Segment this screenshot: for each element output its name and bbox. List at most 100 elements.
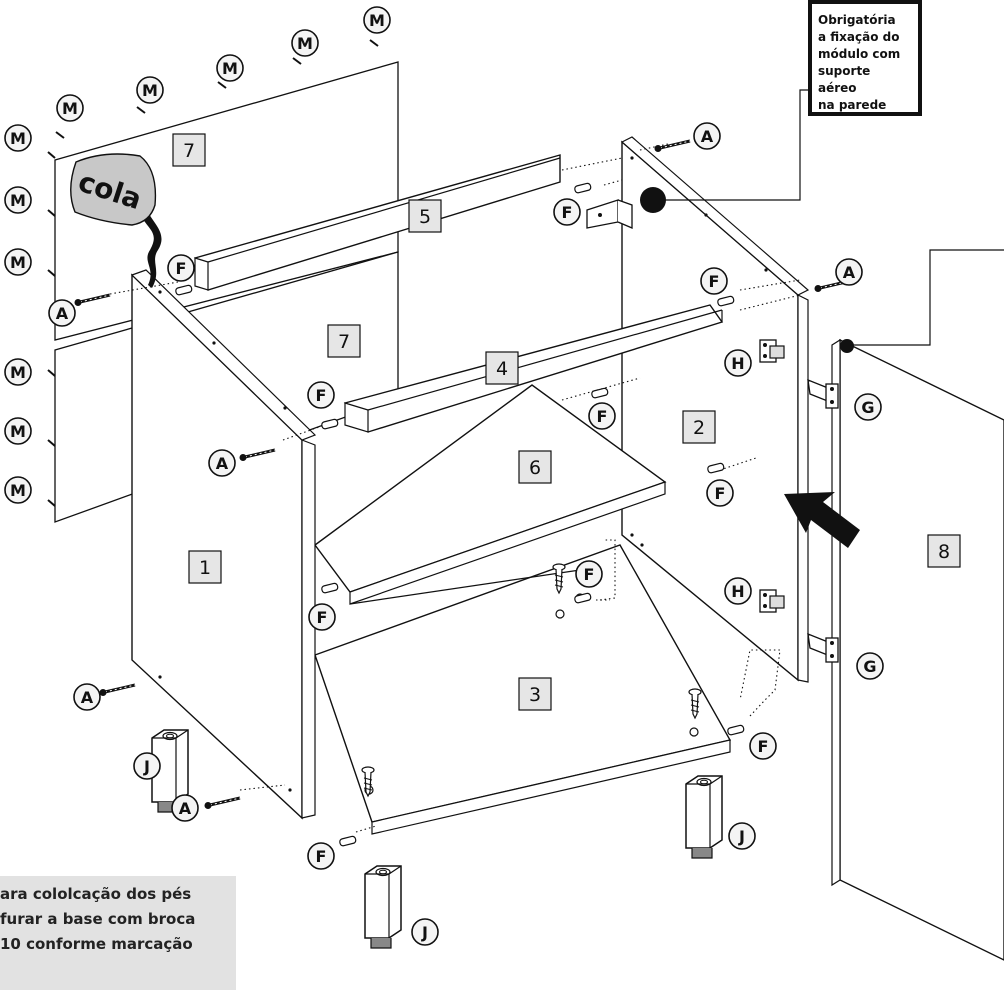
svg-text:M: M [369,11,385,30]
dowel-f-icon [590,387,609,399]
svg-text:J: J [421,923,428,942]
svg-text:2: 2 [693,417,705,439]
svg-text:A: A [701,127,714,146]
letter-m-label: M [4,124,32,152]
letter-g-label: G [856,652,884,680]
wall-note-line: suporte aéreo [818,64,871,95]
letter-j-label: J [728,822,756,850]
wall-note-line: módulo com [818,47,901,61]
letter-m-label: M [291,29,319,57]
wall-note-line: na parede [818,98,887,112]
screw-a-icon [203,796,242,811]
svg-text:A: A [843,263,856,282]
letter-f-label: F [167,254,195,282]
foot-j-icon [364,865,402,949]
svg-text:1: 1 [199,557,211,579]
svg-text:F: F [316,847,327,866]
svg-text:7: 7 [183,140,195,162]
svg-text:H: H [731,354,744,373]
letter-a-label: A [171,794,199,822]
feet-note-line: 10 conforme marcação [0,935,193,953]
letter-h-label: H [724,349,752,377]
letter-a-label: A [693,122,721,150]
part-label-7-upper: 7 [172,133,206,167]
svg-text:M: M [10,481,26,500]
svg-text:3: 3 [529,684,541,706]
letter-a-label: A [208,449,236,477]
letter-m-label: M [4,358,32,386]
svg-text:F: F [709,272,720,291]
svg-text:A: A [216,454,229,473]
letter-h-label: H [724,577,752,605]
letter-f-label: F [700,267,728,295]
letter-g-label: G [854,393,882,421]
part-number-labels: 1 2 3 4 5 6 7 7 8 [172,133,961,711]
svg-text:G: G [863,657,876,676]
svg-text:A: A [179,799,192,818]
dowel-f-icon [320,582,339,594]
letter-f-label: F [749,732,777,760]
letter-m-label: M [216,54,244,82]
letter-f-label: F [553,198,581,226]
part-label-4: 4 [485,351,519,385]
part-label-6: 6 [518,450,552,484]
letter-f-label: F [588,402,616,430]
svg-text:F: F [316,386,327,405]
wall-support-marker [640,187,666,213]
svg-text:M: M [62,99,78,118]
svg-text:M: M [222,59,238,78]
letter-m-label: M [4,248,32,276]
letter-m-label: M [4,476,32,504]
svg-text:F: F [715,484,726,503]
part-label-5: 5 [408,199,442,233]
svg-text:M: M [10,129,26,148]
glue-indicator: cola [70,153,162,288]
wall-note-line: a fixação do [818,30,900,44]
letter-j-label: J [411,918,439,946]
svg-text:F: F [597,407,608,426]
letter-j-label: J [133,752,161,780]
svg-text:G: G [861,398,874,417]
letter-a-label: A [835,258,863,286]
screw-a-icon [653,139,692,154]
rail-back [194,154,561,291]
letter-f-label: F [706,479,734,507]
letter-f-label: F [308,603,336,631]
part-label-7-lower: 7 [327,324,361,358]
svg-text:F: F [562,203,573,222]
letter-m-label: M [4,417,32,445]
letter-a-label: A [73,683,101,711]
svg-text:4: 4 [496,358,508,380]
dowel-f-icon [573,182,592,194]
dowel-f-icon [338,835,357,847]
side-panel-left [130,269,317,820]
nail-m-group [47,39,379,507]
dowel-f-icon [726,724,745,736]
letter-f-label: F [307,842,335,870]
svg-text:F: F [176,259,187,278]
part-label-8: 8 [927,534,961,568]
svg-text:J: J [143,757,150,776]
svg-text:8: 8 [938,541,950,563]
svg-text:A: A [56,304,69,323]
letter-f-label: F [307,381,335,409]
screw-a-icon [98,683,137,698]
part-label-2: 2 [682,410,716,444]
letter-f-label: F [575,560,603,588]
svg-text:5: 5 [419,206,431,228]
svg-text:M: M [142,81,158,100]
letter-m-label: M [136,76,164,104]
wall-note-line: Obrigatória [818,13,896,27]
svg-text:J: J [738,827,745,846]
hinge-plate-g-icon [807,379,839,409]
feet-drilling-note: ara cololcação dos pés furar a base com … [0,876,236,990]
door-panel [831,338,1004,961]
wall-support-note: Obrigatória a fixação do módulo com supo… [808,0,922,116]
svg-text:M: M [10,422,26,441]
feet-note-line: furar a base com broca [0,910,196,928]
part-label-3: 3 [518,677,552,711]
foot-j-icon [685,775,723,859]
svg-text:F: F [584,565,595,584]
